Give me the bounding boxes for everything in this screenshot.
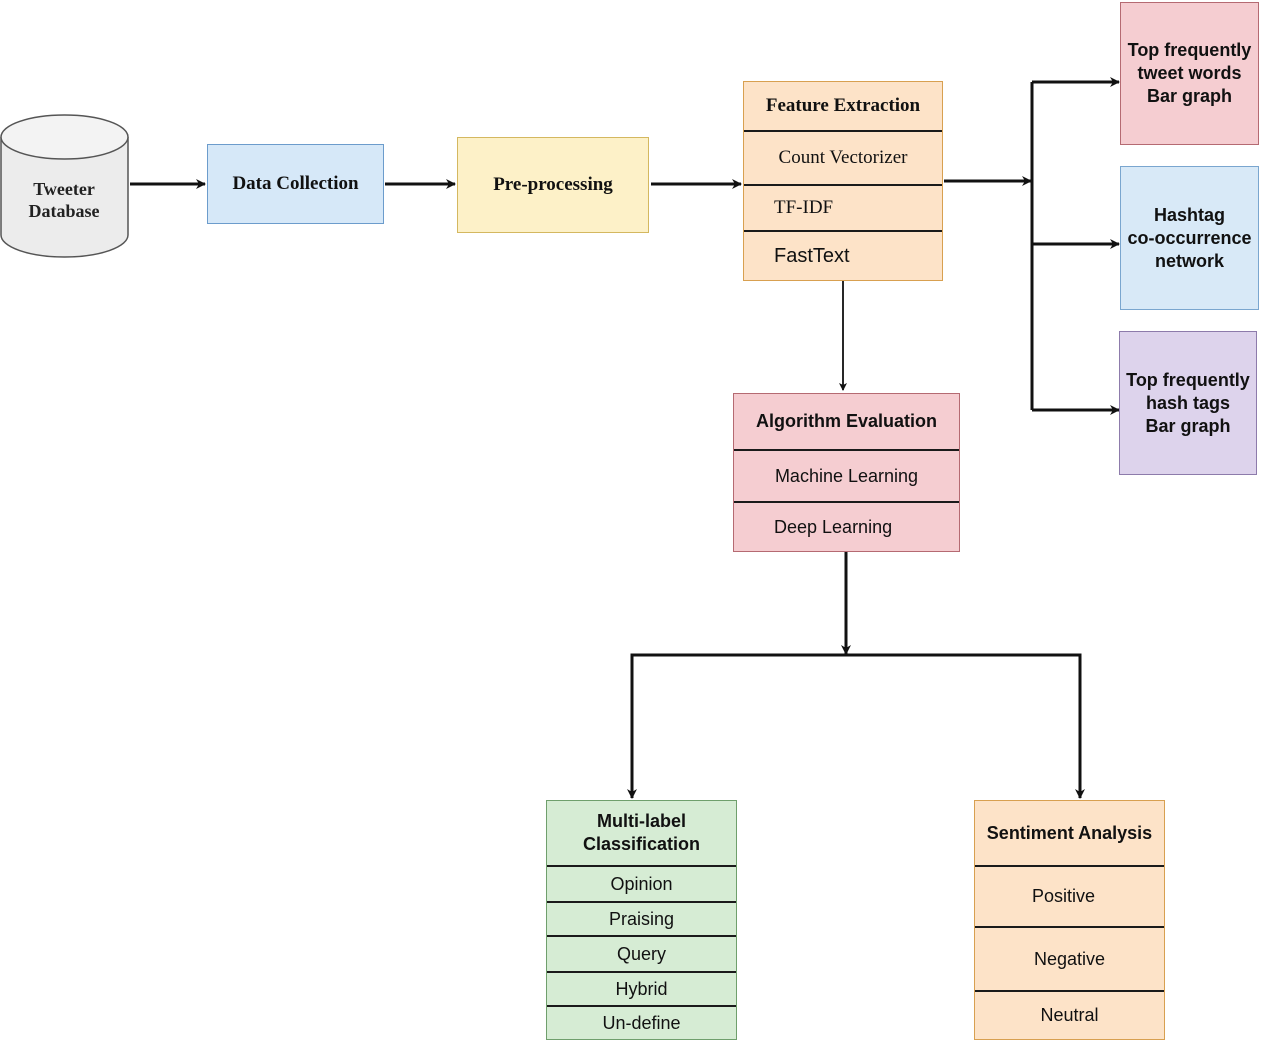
multilabel-title-line2: Classification [582, 834, 701, 854]
preprocessing-node: Pre-processing [457, 137, 649, 233]
hashtag-network-line3: network [1154, 250, 1224, 271]
top-words-line3: Bar graph [1146, 86, 1233, 106]
evaluation-split [630, 653, 1085, 799]
top-words-line2: tweet words [1137, 63, 1242, 83]
top-words-line1: Top frequently [1127, 40, 1252, 60]
feature-item-count-vectorizer: Count Vectorizer [744, 130, 942, 184]
feature-item-tfidf: TF-IDF [744, 184, 942, 230]
top-words-bar-graph-node: Top frequently tweet words Bar graph [1120, 2, 1259, 145]
sentiment-item-positive: Positive [975, 865, 1164, 926]
algorithm-item-machine-learning: Machine Learning [734, 449, 959, 501]
hashtag-network-line1: Hashtag [1153, 204, 1225, 225]
multilabel-classification-node: Multi-label Classification Opinion Prais… [546, 800, 737, 1040]
database-label-line1: Tweeter [33, 179, 95, 199]
multilabel-item-undefine: Un-define [547, 1005, 736, 1039]
feature-item-fasttext: FastText [744, 230, 942, 280]
hashtag-network-node: Hashtag co-occurrence network [1120, 166, 1259, 310]
multilabel-item-opinion: Opinion [547, 865, 736, 901]
top-hashtags-line2: hash tags [1145, 392, 1231, 413]
hashtag-network-line2: co-occurrence [1127, 227, 1252, 248]
preprocessing-label: Pre-processing [493, 174, 613, 195]
top-hashtags-bar-graph-node: Top frequently hash tags Bar graph [1119, 331, 1257, 475]
multilabel-title-line1: Multi-label [597, 811, 686, 831]
database-cylinder [0, 114, 129, 258]
algorithm-evaluation-node: Algorithm Evaluation Machine Learning De… [733, 393, 960, 552]
multilabel-item-query: Query [547, 935, 736, 971]
top-hashtags-line1: Top frequently [1126, 369, 1250, 390]
data-collection-node: Data Collection [207, 144, 384, 224]
sentiment-title: Sentiment Analysis [986, 822, 1153, 843]
top-hashtags-line3: Bar graph [1145, 415, 1231, 436]
database-label: Tweeter Database [0, 178, 128, 222]
feature-extraction-node: Feature Extraction Count Vectorizer TF-I… [743, 81, 943, 281]
sentiment-analysis-node: Sentiment Analysis Positive Negative Neu… [974, 800, 1165, 1040]
multilabel-item-praising: Praising [547, 901, 736, 935]
algorithm-evaluation-title: Algorithm Evaluation [755, 411, 937, 431]
sentiment-item-negative: Negative [975, 926, 1164, 990]
feature-extraction-title: Feature Extraction [765, 95, 921, 116]
sentiment-item-neutral: Neutral [975, 990, 1164, 1039]
multilabel-item-hybrid: Hybrid [547, 971, 736, 1005]
multilabel-title: Multi-label Classification [547, 801, 736, 865]
data-collection-label: Data Collection [232, 173, 359, 194]
algorithm-item-deep-learning: Deep Learning [734, 501, 959, 551]
database-label-line2: Database [28, 201, 100, 221]
